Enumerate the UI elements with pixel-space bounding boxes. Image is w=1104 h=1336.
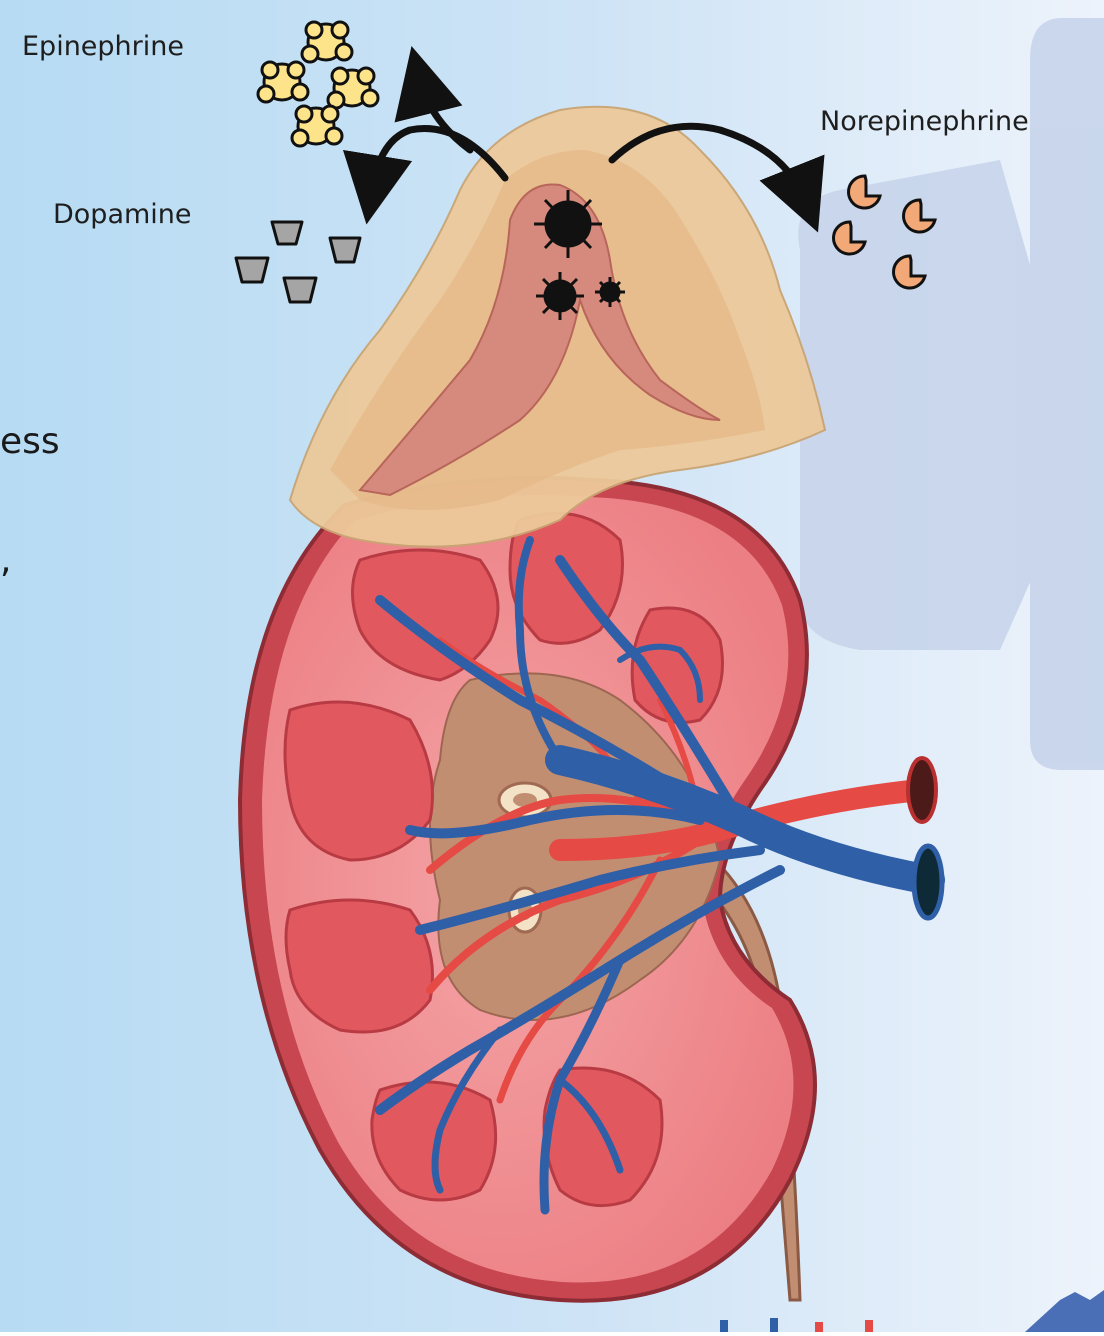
clipped-text-line-1: ess — [0, 424, 60, 460]
clipped-text-line-2: , — [0, 543, 11, 579]
vein-opening — [914, 846, 942, 918]
label-dopamine: Dopamine — [53, 201, 192, 228]
label-norepinephrine: Norepinephrine — [820, 108, 1029, 135]
label-epinephrine: Epinephrine — [22, 33, 184, 60]
artery-opening — [908, 758, 936, 822]
